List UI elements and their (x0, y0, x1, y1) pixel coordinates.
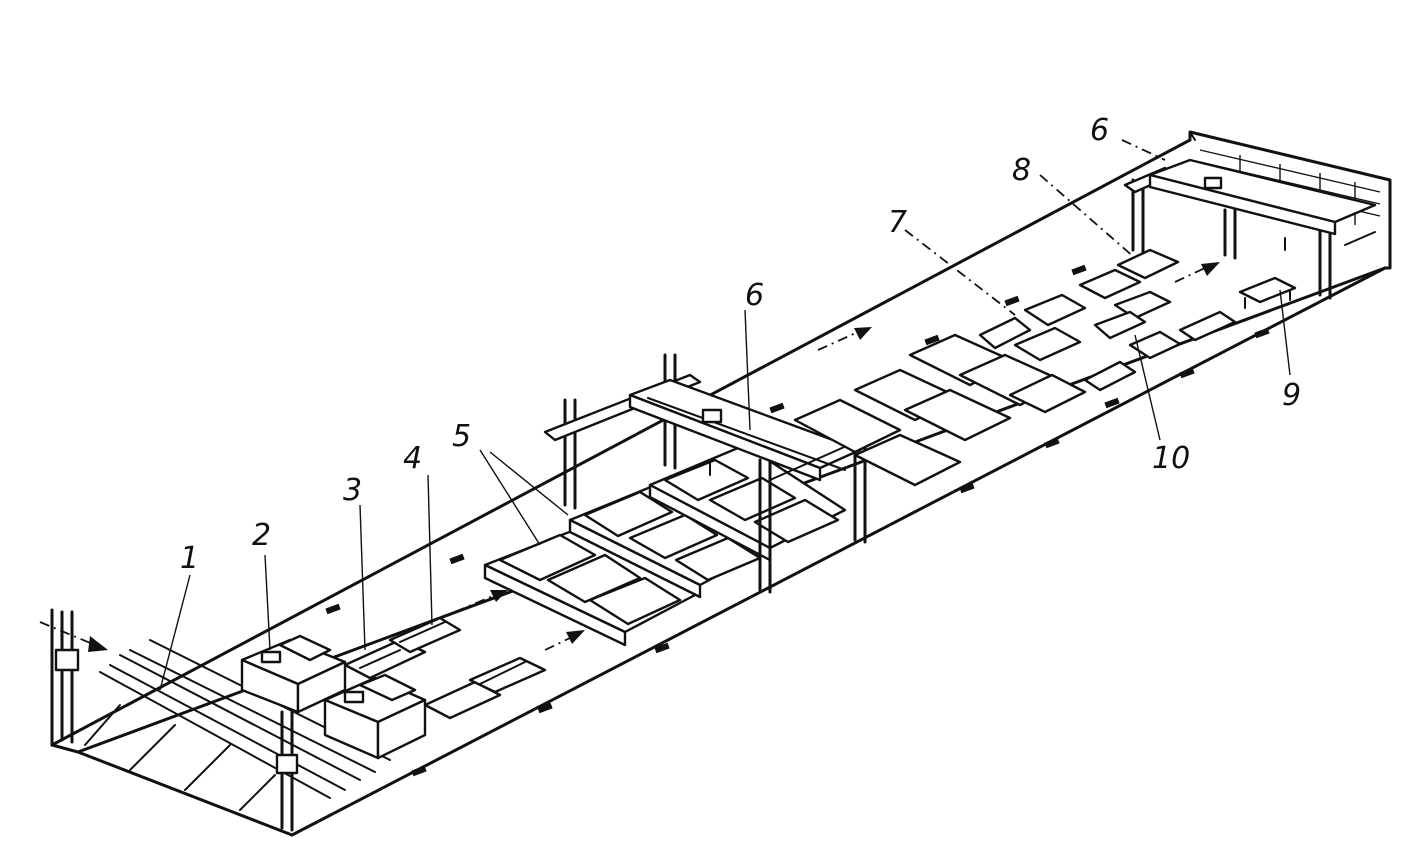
columns-left (54, 610, 299, 832)
callout-6-mid: 6 (745, 278, 764, 313)
transfer-arrows-back (817, 262, 1220, 351)
leader-8 (1039, 174, 1136, 259)
leader-3 (359, 504, 366, 651)
callout-10: 10 (1152, 441, 1190, 476)
mold-pallet-group-mid (568, 473, 777, 599)
callout-1: 1 (180, 541, 199, 576)
mold-pallet-group-back (648, 443, 847, 562)
machine-station-lower (323, 656, 547, 760)
leader-6-end (1121, 139, 1166, 161)
leader-6-mid (744, 309, 751, 431)
leader-lines (159, 139, 1291, 691)
callout-9: 9 (1282, 378, 1301, 413)
gantry-crane-end (1123, 158, 1377, 300)
wall-markers (325, 264, 1270, 777)
leader-1 (159, 574, 191, 691)
callout-4: 4 (403, 441, 422, 476)
leader-5b (489, 451, 569, 516)
callout-labels: 1 2 3 4 5 6 7 8 6 9 10 (180, 113, 1301, 576)
callout-6-end: 6 (1090, 113, 1109, 148)
callout-8: 8 (1012, 153, 1031, 188)
leader-9 (1279, 289, 1291, 376)
leader-4 (427, 474, 433, 626)
callout-3: 3 (343, 473, 362, 508)
machine-station-upper (240, 616, 462, 714)
finishing-section (1078, 248, 1297, 392)
leader-7 (904, 229, 1016, 316)
leader-10 (1134, 334, 1161, 441)
intake-arrow (39, 621, 108, 652)
curing-conveyor (793, 293, 1087, 487)
mold-pallet-group-front (483, 518, 697, 647)
callout-2: 2 (252, 518, 271, 553)
transfer-arrows-front (454, 590, 585, 651)
leader-5a (479, 449, 541, 546)
leader-2 (264, 554, 271, 651)
callout-5: 5 (452, 419, 471, 454)
callout-7: 7 (888, 205, 907, 240)
